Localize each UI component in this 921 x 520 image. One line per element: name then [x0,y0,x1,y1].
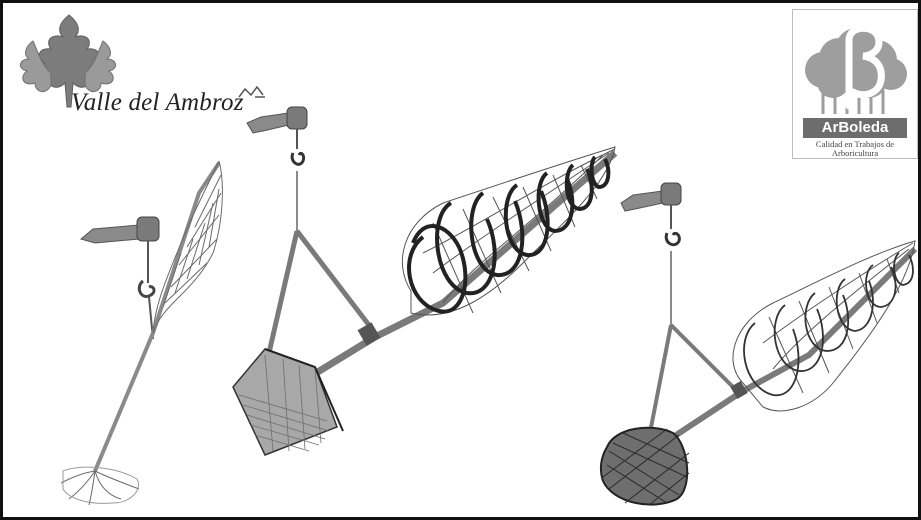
tree-transplant-scene [3,3,918,517]
spiral-lights-icon [409,157,608,312]
roots-icon [61,467,139,505]
tree-rootball-icon [601,183,915,505]
tree-bare-root-icon [61,161,222,505]
tree-container-icon [233,107,615,455]
